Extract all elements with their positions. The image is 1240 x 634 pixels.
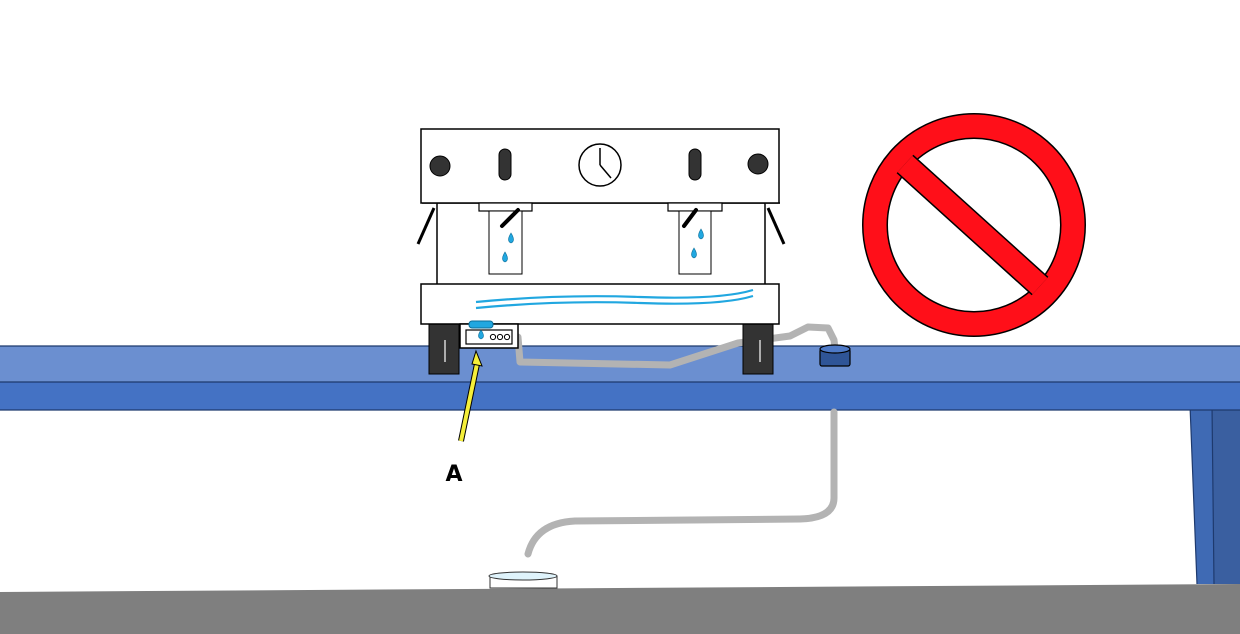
drip-tray-water	[475, 288, 754, 310]
steam-wand-left	[416, 207, 436, 245]
valve-handle[interactable]	[468, 320, 494, 329]
floor	[0, 584, 1240, 634]
callout-arrow-a	[458, 349, 483, 442]
counter-leg	[1189, 404, 1240, 585]
group-head-left	[478, 202, 533, 275]
machine-foot-right	[742, 322, 774, 375]
machine-foot-left	[428, 322, 460, 375]
group-head-right	[667, 202, 723, 275]
knob-right	[747, 153, 769, 175]
knob-left	[429, 155, 451, 177]
drain-valve[interactable]	[459, 320, 519, 349]
clock-icon	[578, 143, 622, 187]
drip-tray	[420, 283, 780, 325]
steam-wand-right	[766, 207, 786, 245]
counter-top	[0, 345, 1240, 411]
drain-hose	[514, 323, 840, 558]
switch-left	[498, 148, 512, 181]
callout-label-a: A	[445, 462, 462, 487]
espresso-machine	[416, 128, 786, 375]
no-entry-icon	[862, 113, 1086, 337]
water-drop-icon	[502, 228, 704, 263]
switch-right	[688, 148, 702, 181]
floor-drain-cup	[488, 571, 558, 589]
counter-drain-fitting	[819, 344, 851, 367]
